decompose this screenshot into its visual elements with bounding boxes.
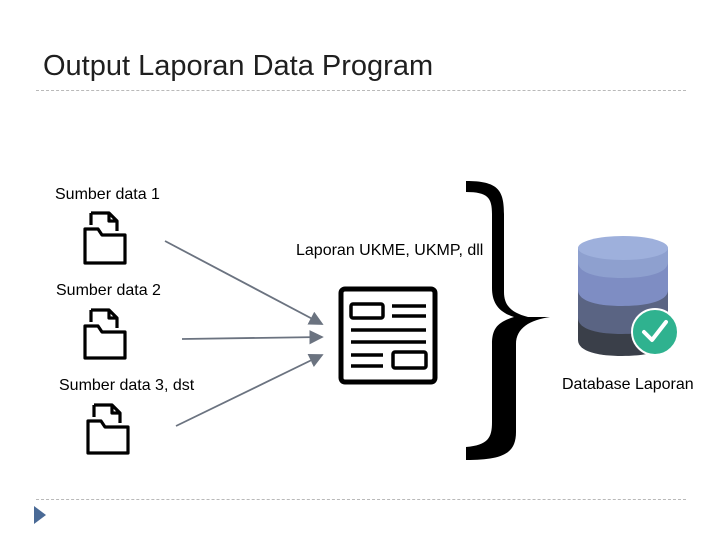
source-label-3: Sumber data 3, dst [59, 377, 195, 394]
source-label-2: Sumber data 2 [56, 282, 161, 299]
arrow-source-3 [175, 354, 324, 427]
page-title: Output Laporan Data Program [43, 50, 434, 82]
arrow-source-2 [181, 329, 324, 345]
file-folder-icon [86, 403, 130, 455]
database-check-icon [578, 236, 679, 356]
slide-marker-icon [34, 506, 46, 524]
file-folder-icon [83, 308, 127, 360]
file-folder-icon [83, 211, 127, 265]
report-form-icon [338, 286, 438, 385]
arrow-source-1 [164, 240, 324, 325]
database-label: Database Laporan [562, 376, 694, 393]
source-label-1: Sumber data 1 [55, 186, 160, 203]
curly-brace-icon [466, 181, 550, 460]
bottom-divider [36, 499, 686, 500]
top-divider [36, 90, 686, 91]
report-label: Laporan UKME, UKMP, dll [296, 242, 484, 259]
